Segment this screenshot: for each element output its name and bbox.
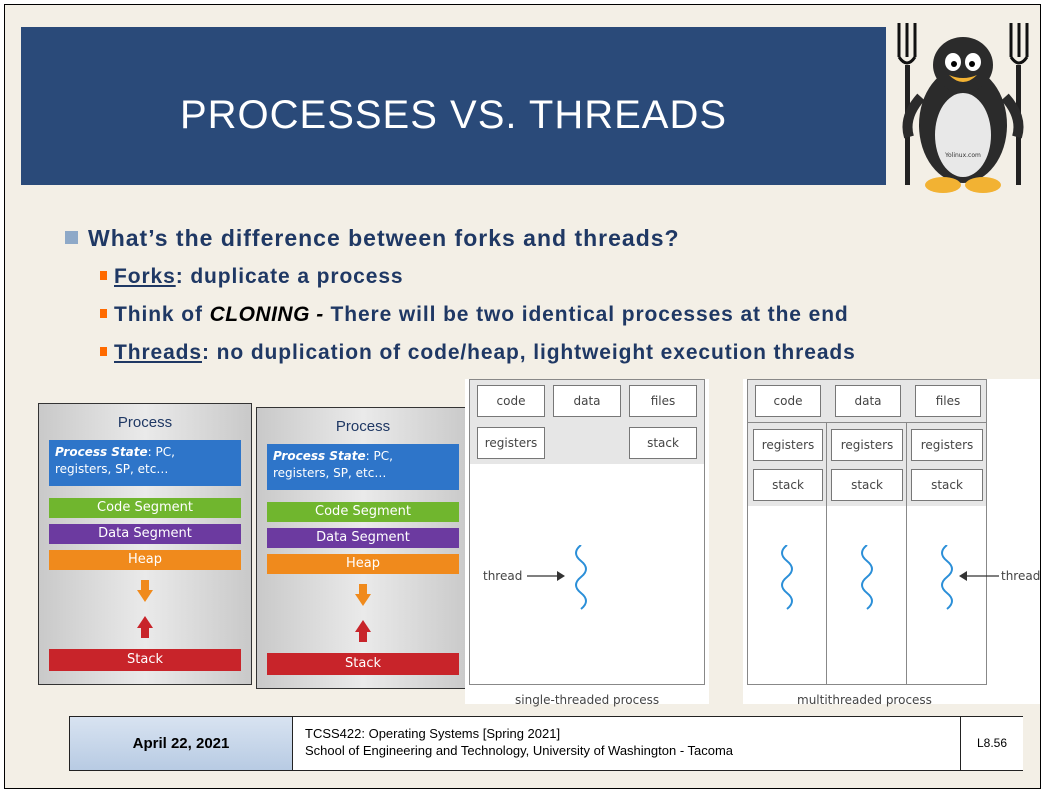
heap-block: Heap <box>49 550 241 570</box>
bullet-forks: Forks: duplicate a process <box>100 265 404 289</box>
process-state-block: Process State: PC, registers, SP, etc… <box>267 444 459 490</box>
thread-squiggle-icon <box>941 545 953 610</box>
stack-block: Stack <box>267 653 459 675</box>
process-title: Process <box>117 414 173 431</box>
data-segment-block: Data Segment <box>49 524 241 544</box>
stack-cell: stack <box>629 427 697 459</box>
process-diagram-2: Process Process State: PC, registers, SP… <box>256 407 470 689</box>
process-state-block: Process State: PC, registers, SP, etc… <box>49 440 241 486</box>
data-segment-block: Data Segment <box>267 528 459 548</box>
multi-thread-frame <box>747 379 987 685</box>
bullet-main: What’s the difference between forks and … <box>65 225 680 252</box>
arrow-up-icon <box>137 616 153 638</box>
thread-squiggle-icon <box>781 545 793 610</box>
single-thread-caption: single-threaded process <box>515 693 660 707</box>
thread-squiggle-icon <box>861 545 873 610</box>
process-title: Process <box>335 418 391 435</box>
single-threaded-diagram: code data files registers stack thread s… <box>465 379 709 707</box>
files-cell: files <box>629 385 697 417</box>
tux-mascot-icon: Yolinux.com <box>897 23 1029 193</box>
course-name: TCSS422: Operating Systems [Spring 2021] <box>305 726 561 741</box>
thread-label: thread <box>483 569 523 583</box>
single-thread-frame <box>469 379 705 685</box>
process-diagram-1: Process Process State: PC, registers, SP… <box>38 403 252 685</box>
registers-cell: registers <box>477 427 545 459</box>
stack-cell: stack <box>753 469 823 501</box>
mascot-caption: Yolinux.com <box>944 152 981 159</box>
arrow-right-icon <box>527 571 565 581</box>
footer-course: TCSS422: Operating Systems [Spring 2021]… <box>292 717 961 770</box>
bullet-cloning: Think of CLONING - There will be two ide… <box>100 303 849 327</box>
code-cell: code <box>755 385 821 417</box>
registers-cell: registers <box>753 429 823 461</box>
files-cell: files <box>915 385 981 417</box>
footer-date: April 22, 2021 <box>132 735 230 752</box>
heap-block: Heap <box>267 554 459 574</box>
school-name: School of Engineering and Technology, Un… <box>305 743 734 758</box>
arrow-up-icon <box>355 620 371 642</box>
arrow-down-icon <box>137 580 153 602</box>
code-cell: code <box>477 385 545 417</box>
stack-block: Stack <box>49 649 241 671</box>
arrow-left-icon <box>959 571 999 581</box>
sub-bullet-icon <box>100 309 107 318</box>
registers-cell: registers <box>831 429 903 461</box>
title-bar: PROCESSES VS. THREADS <box>21 27 886 185</box>
registers-cell: registers <box>911 429 983 461</box>
bullet-threads: Threads: no duplication of code/heap, li… <box>100 341 856 365</box>
slide-title: PROCESSES VS. THREADS <box>179 93 728 137</box>
stack-cell: stack <box>831 469 903 501</box>
sub-bullet-icon <box>100 347 107 356</box>
code-segment-block: Code Segment <box>267 502 459 522</box>
code-segment-block: Code Segment <box>49 498 241 518</box>
data-cell: data <box>835 385 901 417</box>
footer: April 22, 2021 TCSS422: Operating System… <box>69 716 1023 771</box>
page-number: L8.56 <box>961 717 1023 770</box>
slide: PROCESSES VS. THREADS Yolinux.com What’s… <box>4 4 1041 789</box>
data-cell: data <box>553 385 621 417</box>
multithreaded-diagram: code data files registers registers regi… <box>743 379 1041 707</box>
thread-squiggle-icon <box>575 545 587 610</box>
arrow-down-icon <box>355 584 371 606</box>
bullet-square-icon <box>65 231 78 244</box>
multi-thread-caption: multithreaded process <box>797 693 932 707</box>
stack-cell: stack <box>911 469 983 501</box>
thread-label: thread <box>1001 569 1041 583</box>
sub-bullet-icon <box>100 271 107 280</box>
